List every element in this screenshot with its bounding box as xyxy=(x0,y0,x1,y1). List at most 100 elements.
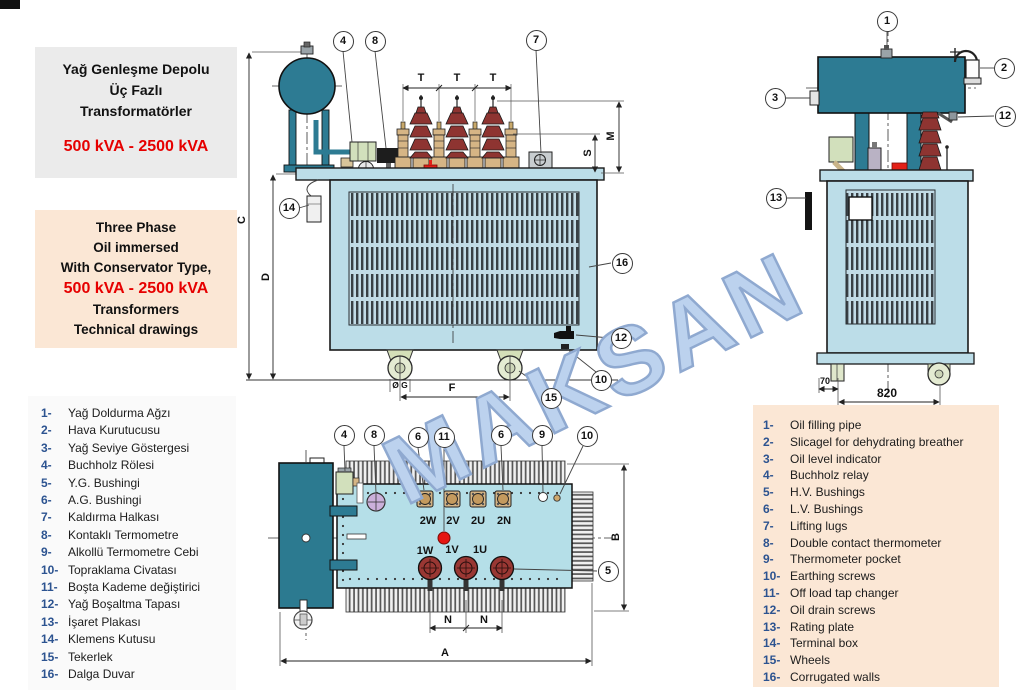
legend-item: 13- Rating plate xyxy=(763,619,999,636)
legend-item-number: 2- xyxy=(41,423,52,438)
legend-item: 3- Oil level indicator xyxy=(763,451,999,468)
kva-range: 500 kVA - 2500 kVA xyxy=(63,280,209,297)
legend-item-label: Wheels xyxy=(790,653,831,668)
legend-item-number: 14- xyxy=(763,636,781,651)
legend-item-number: 6- xyxy=(763,501,774,516)
legend-item: 9- Alkollü Termometre Cebi xyxy=(41,544,236,561)
legend-item-number: 7- xyxy=(41,510,52,525)
legend-item-label: İşaret Plakası xyxy=(68,614,141,629)
legend-item-number: 12- xyxy=(763,602,781,617)
legend-item-number: 3- xyxy=(41,440,52,455)
legend-item-number: 15- xyxy=(763,653,781,668)
legend-item: 6- L.V. Bushings xyxy=(763,501,999,518)
legend-item: 15- Wheels xyxy=(763,652,999,669)
legend-item: 10- Topraklama Civatası xyxy=(41,562,236,579)
legend-item-label: L.V. Bushings xyxy=(790,501,863,516)
legend-item-label: Yağ Seviye Göstergesi xyxy=(68,440,190,455)
legend-item: 9-Thermometer pocket xyxy=(763,551,999,568)
legend-item-label: H.V. Bushings xyxy=(790,485,865,500)
legend-item-number: 10- xyxy=(41,562,59,577)
legend-item: 7- Lifting lugs xyxy=(763,518,999,535)
front-view xyxy=(245,41,624,401)
legend-item-number: 4- xyxy=(41,458,52,473)
legend-item-label: Dalga Duvar xyxy=(68,667,135,682)
legend-item-label: Corrugated walls xyxy=(790,669,881,684)
legend-item: 16- Dalga Duvar xyxy=(41,666,236,683)
legend-item-label: Topraklama Civatası xyxy=(68,562,177,577)
legend-item-label: Yağ Boşaltma Tapası xyxy=(68,597,181,612)
legend-item: 8- Double contact thermometer xyxy=(763,535,999,552)
subtitle-line: Transformers xyxy=(92,302,180,317)
legend-item-number: 6- xyxy=(41,493,52,508)
legend-item: 16-Corrugated walls xyxy=(763,669,999,686)
legend-item: 3- Yağ Seviye Göstergesi xyxy=(41,440,236,457)
title-line: Üç Fazlı xyxy=(109,82,163,98)
legend-item-label: Terminal box xyxy=(790,636,859,651)
legend-item: 15- Tekerlek xyxy=(41,649,236,666)
legend-item-number: 7- xyxy=(763,518,774,533)
legend-item: 4-Buchholz Rölesi xyxy=(41,457,236,474)
legend-item: 8-Kontaklı Termometre xyxy=(41,527,236,544)
legend-item-number: 15- xyxy=(41,649,59,664)
legend-item: 6-A.G. Bushingi xyxy=(41,492,236,509)
legend-item-label: Alkollü Termometre Cebi xyxy=(68,545,199,560)
legend-item-number: 4- xyxy=(763,468,774,483)
legend-item: 12- Oil drain screws xyxy=(763,602,999,619)
legend-item: 7- Kaldırma Halkası xyxy=(41,509,236,526)
legend-item-number: 8- xyxy=(41,527,52,542)
legend-item: 12- Yağ Boşaltma Tapası xyxy=(41,596,236,613)
legend-item-label: Earthing screws xyxy=(790,569,876,584)
subtitle-line: Three Phase xyxy=(95,220,177,235)
legend-item-label: Rating plate xyxy=(790,619,855,634)
legend-item-number: 9- xyxy=(41,545,52,560)
legend-item: 2- Slicagel for dehydrating breather xyxy=(763,434,999,451)
legend-item-number: 13- xyxy=(763,619,781,634)
legend-item-label: Klemens Kutusu xyxy=(68,632,156,647)
legend-item-number: 9- xyxy=(763,552,774,567)
legend-item-number: 11- xyxy=(763,585,780,600)
legend-item: 11-Boşta Kademe değiştirici xyxy=(41,579,236,596)
legend-item-label: Double contact thermometer xyxy=(790,535,942,550)
legend-item-number: 2- xyxy=(763,434,774,449)
legend-item-number: 10- xyxy=(763,569,781,584)
legend-item: 1-Yağ Doldurma Ağzı xyxy=(41,405,236,422)
legend-item-label: Buchholz relay xyxy=(790,468,869,483)
title-line: Yağ Genleşme Depolu xyxy=(62,61,210,77)
legend-item-number: 1- xyxy=(41,406,52,420)
legend-item-number: 14- xyxy=(41,632,59,647)
legend-item: 5-Y.G. Bushingi xyxy=(41,475,236,492)
legend-item-number: 13- xyxy=(41,614,59,629)
subtitle-line: Oil immersed xyxy=(93,240,179,255)
legend-item-label: Off load tap changer xyxy=(790,585,899,600)
title-line: Transformatörler xyxy=(79,103,193,119)
legend-item-number: 16- xyxy=(41,667,59,682)
legend-item-number: 12- xyxy=(41,597,59,612)
legend-item: 1-Oil filling pipe xyxy=(763,417,999,434)
legend-item-label: Slicagel for dehydrating breather xyxy=(790,434,964,449)
legend-item-label: Kaldırma Halkası xyxy=(68,510,160,525)
legend-item-label: Tekerlek xyxy=(68,649,113,664)
legend-item: 13- İşaret Plakası xyxy=(41,614,236,631)
legend-item: 2- Hava Kurutucusu xyxy=(41,422,236,439)
side-view xyxy=(786,24,995,406)
legend-item-label: Oil filling pipe xyxy=(790,418,862,432)
legend-item-label: Oil level indicator xyxy=(790,451,882,466)
legend-item-label: Lifting lugs xyxy=(790,518,848,533)
legend-item-label: Oil drain screws xyxy=(790,602,876,617)
title-box-turkish: Yağ Genleşme Depolu Üç Fazlı Transformat… xyxy=(35,47,237,178)
legend-item: 10- Earthing screws xyxy=(763,568,999,585)
legend-item: 5- H.V. Bushings xyxy=(763,484,999,501)
title-box-english: Three Phase Oil immersed With Conservato… xyxy=(35,210,237,348)
scan-corner-artifact xyxy=(0,0,20,9)
legend-item-number: 5- xyxy=(763,485,774,500)
subtitle-line: With Conservator Type, xyxy=(60,260,212,275)
legend-item-label: Boşta Kademe değiştirici xyxy=(68,580,201,595)
legend-item-number: 8- xyxy=(763,535,774,550)
legend-item-number: 3- xyxy=(763,451,774,466)
legend-item-label: Hava Kurutucusu xyxy=(68,423,161,438)
legend-item: 14- Terminal box xyxy=(763,635,999,652)
legend-item: 14- Klemens Kutusu xyxy=(41,631,236,648)
